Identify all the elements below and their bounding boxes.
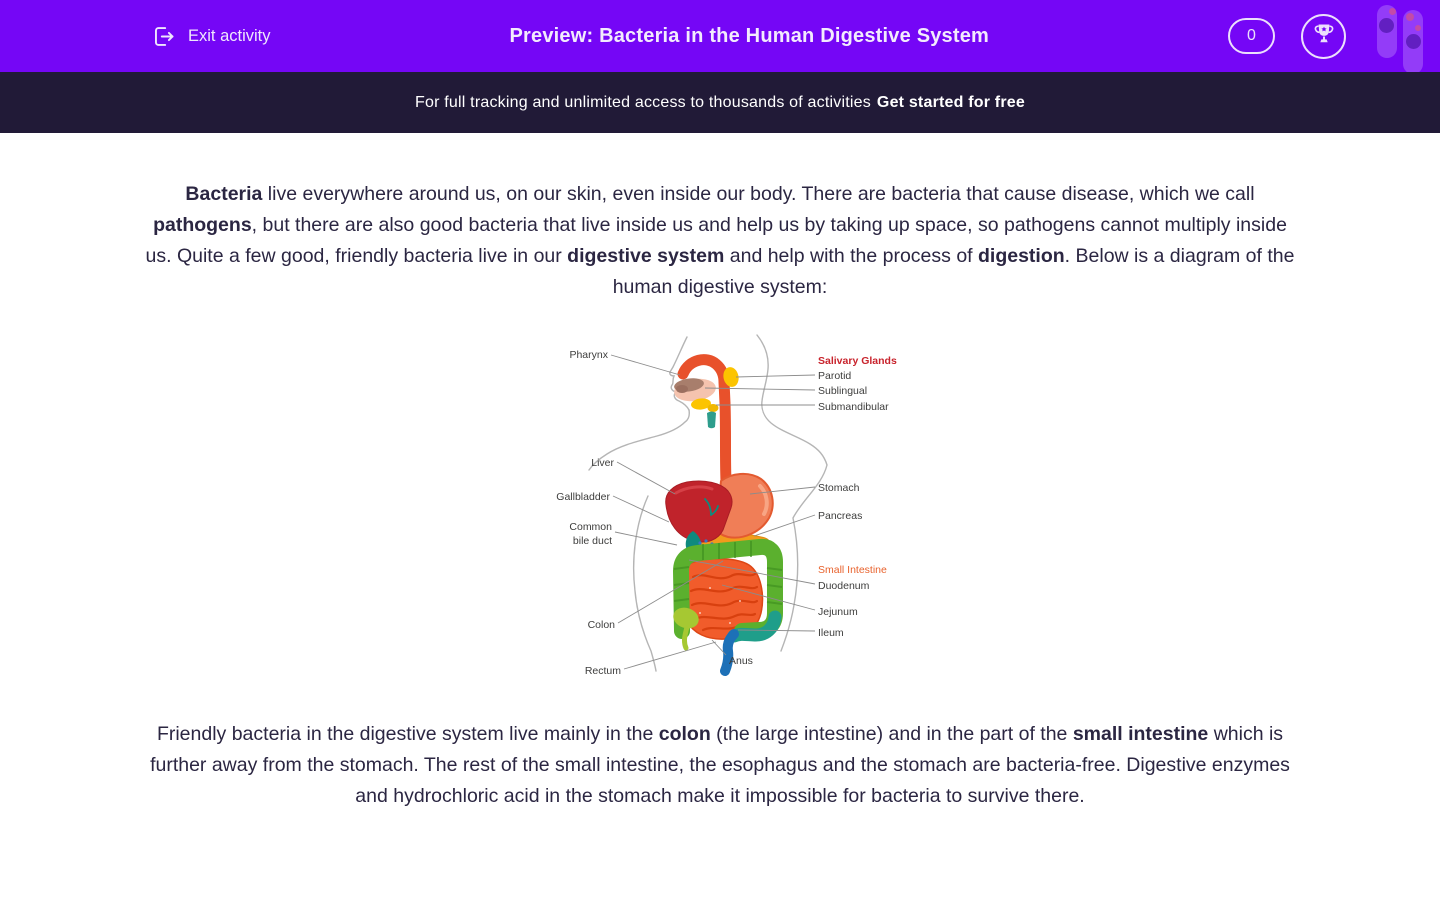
- intro-paragraph: Bacteria live everywhere around us, on o…: [145, 183, 1295, 298]
- app-header: Exit activity Preview: Bacteria in the H…: [0, 0, 1440, 72]
- label-sublingual: Sublingual: [818, 385, 867, 397]
- score-value: 0: [1247, 27, 1256, 44]
- rectum-shape: [720, 629, 739, 676]
- test-tubes-decoration: [1372, 0, 1434, 72]
- leader-lines: [610, 354, 816, 670]
- label-common-bile-duct-2: bile duct: [573, 535, 612, 547]
- exit-icon: [150, 23, 177, 50]
- exit-label: Exit activity: [188, 26, 271, 45]
- test-tube-icon: [1403, 10, 1423, 72]
- upgrade-banner: For full tracking and unlimited access t…: [0, 72, 1440, 133]
- label-duodenum: Duodenum: [818, 580, 870, 592]
- label-small-intestine: Small Intestine: [818, 564, 887, 576]
- exit-activity-button[interactable]: Exit activity: [150, 23, 271, 50]
- diagram-labels: Pharynx Salivary Glands Parotid Sublingu…: [556, 349, 897, 677]
- get-started-link[interactable]: Get started for free: [876, 93, 1025, 111]
- activity-content: Bacteria live everywhere around us, on o…: [0, 179, 1440, 812]
- mouth-and-glands: [674, 367, 739, 429]
- label-gallbladder: Gallbladder: [556, 491, 610, 503]
- sigmoid-shape: [727, 610, 782, 643]
- cecum-appendix-shape: [673, 607, 699, 651]
- trophy-icon: [1311, 21, 1337, 52]
- liver-shape: [665, 480, 733, 543]
- outro-paragraph: Friendly bacteria in the digestive syste…: [150, 723, 1290, 807]
- label-liver: Liver: [591, 457, 614, 469]
- label-pancreas: Pancreas: [818, 510, 862, 522]
- label-colon: Colon: [588, 619, 616, 631]
- banner-text: For full tracking and unlimited access t…: [415, 93, 871, 111]
- label-submandibular: Submandibular: [818, 401, 889, 413]
- header-right: 0: [1228, 0, 1440, 72]
- label-pharynx: Pharynx: [569, 349, 608, 361]
- label-parotid: Parotid: [818, 370, 851, 382]
- page-title: Preview: Bacteria in the Human Digestive…: [509, 24, 990, 47]
- label-common-bile-duct: Common: [569, 521, 612, 533]
- score-badge: 0: [1228, 18, 1275, 54]
- label-jejunum: Jejunum: [818, 606, 858, 618]
- label-stomach: Stomach: [818, 482, 860, 494]
- test-tube-icon: [1377, 5, 1397, 58]
- trophy-button[interactable]: [1301, 13, 1346, 59]
- digestive-system-diagram: Pharynx Salivary Glands Parotid Sublingu…: [535, 333, 905, 683]
- label-anus: Anus: [729, 655, 753, 667]
- label-salivary-glands: Salivary Glands: [818, 355, 897, 367]
- label-ileum: Ileum: [818, 627, 844, 639]
- esophagus-shape: [677, 354, 732, 487]
- label-rectum: Rectum: [585, 665, 621, 677]
